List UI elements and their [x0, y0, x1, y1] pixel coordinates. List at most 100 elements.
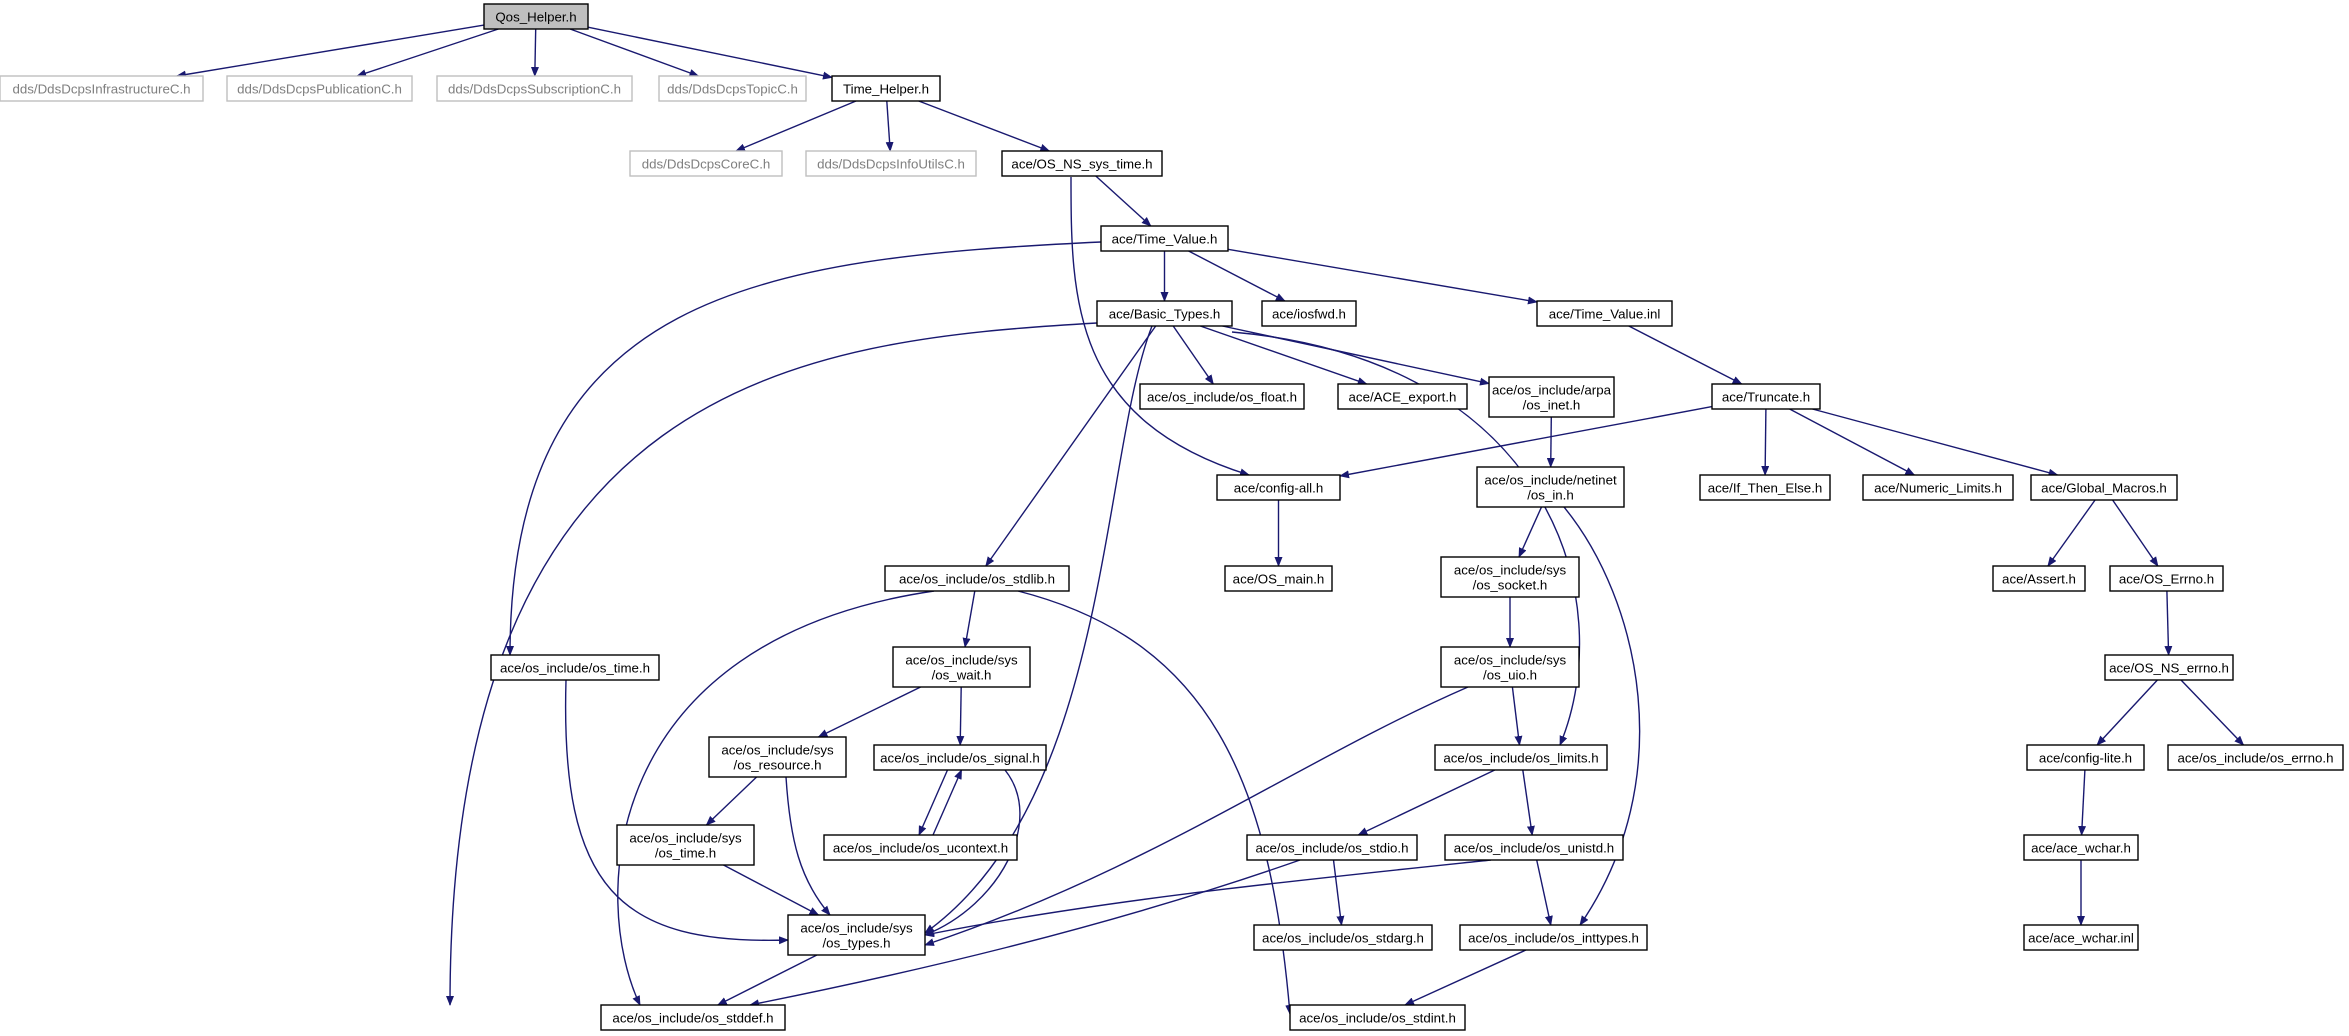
node-stddef[interactable]: ace/os_include/os_stddef.h — [600, 1004, 786, 1031]
node-ifthen[interactable]: ace/If_Then_Else.h — [1699, 474, 1831, 501]
node-box — [0, 75, 204, 102]
node-configlite[interactable]: ace/config-lite.h — [2026, 744, 2145, 771]
node-ucontext[interactable]: ace/os_include/os_ucontext.h — [823, 834, 1018, 861]
node-infra[interactable]: dds/DdsDcpsInfrastructureC.h — [0, 75, 204, 102]
node-uio[interactable]: ace/os_include/sys/os_uio.h — [1440, 646, 1580, 688]
node-label: ace/os_include/os_stdint.h — [1299, 1011, 1456, 1026]
node-label: ace/os_include/sys — [905, 653, 1018, 668]
edge-timevalue-tvinl — [1227, 248, 1538, 305]
node-timehelper[interactable]: Time_Helper.h — [831, 75, 941, 102]
node-iosfwd[interactable]: ace/iosfwd.h — [1261, 300, 1357, 327]
node-inet[interactable]: ace/os_include/arpa/os_inet.h — [1488, 376, 1615, 418]
node-label: /os_time.h — [655, 846, 716, 861]
node-stdio[interactable]: ace/os_include/os_stdio.h — [1246, 834, 1418, 861]
node-box — [873, 744, 1047, 771]
node-limits[interactable]: ace/os_include/os_limits.h — [1434, 744, 1608, 771]
edge-truncate-globalmacros — [1812, 408, 2059, 477]
node-label: ace/If_Then_Else.h — [1708, 481, 1823, 496]
node-box — [1711, 383, 1821, 410]
node-systypes[interactable]: ace/os_include/sys/os_types.h — [787, 914, 926, 956]
edge-qos-pub — [356, 28, 499, 77]
edge-ostime-systypes — [564, 679, 789, 945]
node-wait[interactable]: ace/os_include/sys/os_wait.h — [892, 646, 1031, 688]
node-tvinl[interactable]: ace/Time_Value.inl — [1536, 300, 1673, 327]
edge-stdlib-wait — [962, 590, 976, 648]
node-nserrno[interactable]: ace/OS_NS_errno.h — [2104, 654, 2234, 681]
edge-wait-resource — [817, 686, 921, 738]
node-label: ace/OS_NS_sys_time.h — [1011, 157, 1152, 172]
node-configall[interactable]: ace/config-all.h — [1216, 474, 1341, 501]
node-label: ace/Global_Macros.h — [2041, 481, 2167, 496]
node-box — [1224, 565, 1333, 592]
node-label: /os_socket.h — [1473, 578, 1548, 593]
node-sub[interactable]: dds/DdsDcpsSubscriptionC.h — [436, 75, 633, 102]
node-box — [708, 736, 847, 778]
node-truncate[interactable]: ace/Truncate.h — [1711, 383, 1821, 410]
node-box — [226, 75, 413, 102]
edge-uio-limits — [1511, 686, 1523, 746]
node-label: ace/os_include/os_stddef.h — [612, 1011, 773, 1026]
edge-timevalue-ostime — [506, 241, 1102, 656]
edge-systimeh-systypes — [723, 864, 820, 916]
node-wcharinl[interactable]: ace/ace_wchar.inl — [2023, 924, 2139, 951]
node-label: ace/iosfwd.h — [1272, 307, 1346, 322]
node-osmain[interactable]: ace/OS_main.h — [1224, 565, 1333, 592]
node-core[interactable]: dds/DdsDcpsCoreC.h — [629, 150, 783, 177]
node-box — [616, 824, 755, 866]
edge-timevalue-iosfwd — [1188, 250, 1286, 302]
node-ostime[interactable]: ace/os_include/os_time.h — [490, 654, 660, 681]
edge-basictypes-stddef — [446, 322, 1098, 1006]
node-label: ace/ACE_export.h — [1349, 390, 1457, 405]
node-infoutils[interactable]: dds/DdsDcpsInfoUtilsC.h — [805, 150, 977, 177]
node-topic[interactable]: dds/DdsDcpsTopicC.h — [658, 75, 807, 102]
node-numlimits[interactable]: ace/Numeric_Limits.h — [1862, 474, 2014, 501]
node-box — [1253, 924, 1433, 951]
edge-unistd-inttypes — [1536, 859, 1553, 926]
edge-qos-topic — [569, 28, 700, 77]
node-timevalue[interactable]: ace/Time_Value.h — [1100, 225, 1229, 252]
node-oserrno[interactable]: ace/OS_Errno.h — [2109, 565, 2224, 592]
node-label: ace/Numeric_Limits.h — [1874, 481, 2002, 496]
node-label: /os_wait.h — [932, 668, 992, 683]
edge-timehelper-systime — [918, 100, 1051, 152]
edge-tvinl-truncate — [1628, 325, 1743, 385]
node-stdlib[interactable]: ace/os_include/os_stdlib.h — [884, 565, 1070, 592]
node-label: dds/DdsDcpsTopicC.h — [667, 82, 798, 97]
node-socket[interactable]: ace/os_include/sys/os_socket.h — [1440, 556, 1580, 598]
node-label: ace/os_include/os_float.h — [1147, 390, 1297, 405]
node-signal[interactable]: ace/os_include/os_signal.h — [873, 744, 1047, 771]
node-box — [1536, 300, 1673, 327]
node-pub[interactable]: dds/DdsDcpsPublicationC.h — [226, 75, 413, 102]
node-box — [884, 565, 1070, 592]
node-acewchar[interactable]: ace/ace_wchar.h — [2023, 834, 2139, 861]
node-basictypes[interactable]: ace/Basic_Types.h — [1096, 300, 1233, 327]
node-assert[interactable]: ace/Assert.h — [1992, 565, 2086, 592]
node-box — [1440, 646, 1580, 688]
edge-truncate-ifthen — [1761, 408, 1770, 476]
edge-nserrno-configlite — [2096, 679, 2158, 746]
node-label: ace/Truncate.h — [1722, 390, 1810, 405]
edge-globalmacros-assert — [2047, 499, 2096, 567]
node-inttypes[interactable]: ace/os_include/os_inttypes.h — [1459, 924, 1648, 951]
node-qos[interactable]: Qos_Helper.h — [483, 3, 589, 30]
node-label: ace/Basic_Types.h — [1109, 307, 1221, 322]
node-stdarg[interactable]: ace/os_include/os_stdarg.h — [1253, 924, 1433, 951]
node-box — [2023, 924, 2139, 951]
node-unistd[interactable]: ace/os_include/os_unistd.h — [1444, 834, 1624, 861]
node-box — [436, 75, 633, 102]
node-errno[interactable]: ace/os_include/os_errno.h — [2167, 744, 2344, 771]
node-resource[interactable]: ace/os_include/sys/os_resource.h — [708, 736, 847, 778]
node-osin[interactable]: ace/os_include/netinet/os_in.h — [1476, 466, 1625, 508]
edge-stdlib-stdint — [1017, 590, 1294, 1015]
edge-signal-ucontext — [918, 769, 949, 836]
node-globalmacros[interactable]: ace/Global_Macros.h — [2030, 474, 2178, 501]
node-label: dds/DdsDcpsInfrastructureC.h — [12, 82, 190, 97]
node-systimeh[interactable]: ace/os_include/sys/os_time.h — [616, 824, 755, 866]
node-box — [1216, 474, 1341, 501]
node-stdint[interactable]: ace/os_include/os_stdint.h — [1289, 1004, 1466, 1031]
edge-qos-timehelper — [587, 26, 833, 80]
node-aceexport[interactable]: ace/ACE_export.h — [1337, 383, 1468, 410]
node-float[interactable]: ace/os_include/os_float.h — [1139, 383, 1305, 410]
node-systime[interactable]: ace/OS_NS_sys_time.h — [1001, 150, 1163, 177]
node-box — [629, 150, 783, 177]
